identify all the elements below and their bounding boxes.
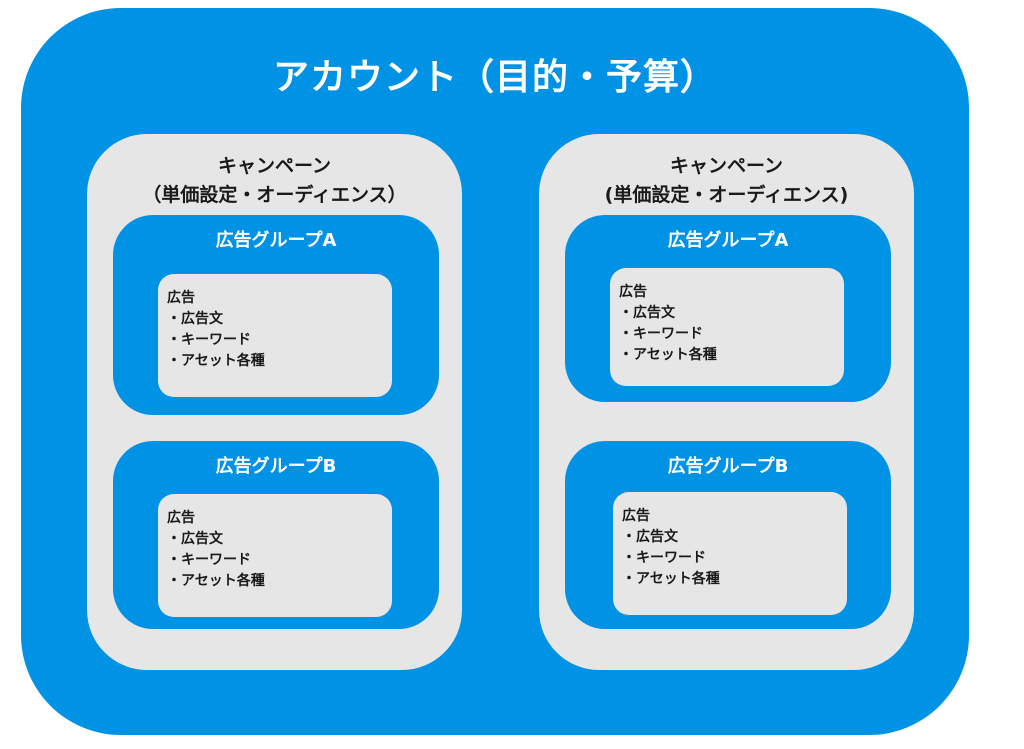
ad-item: 広告文	[167, 529, 392, 550]
ad-item-list: 広告文 キーワード アセット各種	[167, 529, 392, 592]
ad-item: 広告文	[619, 303, 844, 324]
campaign-title-line1: キャンペーン	[669, 155, 784, 177]
ad-group-a: 広告グループA 広告 広告文 キーワード アセット各種	[565, 215, 891, 402]
ad-box: 広告 広告文 キーワード アセット各種	[613, 492, 847, 615]
account-title: アカウント（目的・予算）	[272, 57, 717, 98]
ad-box: 広告 広告文 キーワード アセット各種	[158, 274, 392, 397]
ad-group-a: 広告グループA 広告 広告文 キーワード アセット各種	[113, 215, 439, 415]
ad-heading: 広告	[619, 284, 647, 300]
ad-heading: 広告	[167, 510, 195, 526]
campaign-container: キャンペーン (単価設定・オーディエンス) 広告グループA 広告 広告文 キーワ…	[539, 134, 914, 670]
ad-item: アセット各種	[167, 351, 392, 372]
ad-heading: 広告	[167, 290, 195, 306]
ad-box: 広告 広告文 キーワード アセット各種	[158, 494, 392, 617]
ad-item: 広告文	[622, 527, 847, 548]
ad-group-b: 広告グループB 広告 広告文 キーワード アセット各種	[113, 441, 439, 629]
ad-item-list: 広告文 キーワード アセット各種	[167, 309, 392, 372]
ad-box: 広告 広告文 キーワード アセット各種	[610, 268, 844, 386]
ad-group-title: 広告グループA	[667, 230, 789, 251]
ad-item-list: 広告文 キーワード アセット各種	[619, 303, 844, 366]
ad-heading: 広告	[622, 508, 650, 524]
campaign-title-line1: キャンペーン	[217, 155, 332, 177]
ad-item: キーワード	[622, 548, 847, 569]
ad-item: 広告文	[167, 309, 392, 330]
ad-item: アセット各種	[619, 345, 844, 366]
ad-group-title: 広告グループA	[215, 230, 337, 251]
ad-item: アセット各種	[167, 571, 392, 592]
campaign-title-line2: (単価設定・オーディエンス)	[604, 184, 849, 206]
ad-item: キーワード	[167, 550, 392, 571]
ad-item-list: 広告文 キーワード アセット各種	[622, 527, 847, 590]
campaign-title-line2: （単価設定・オーディエンス）	[142, 184, 407, 206]
ad-group-title: 広告グループB	[667, 456, 789, 477]
ad-group-b: 広告グループB 広告 広告文 キーワード アセット各種	[565, 441, 891, 629]
campaign-container: キャンペーン （単価設定・オーディエンス） 広告グループA 広告 広告文 キーワ…	[87, 134, 462, 670]
ad-item: アセット各種	[622, 569, 847, 590]
ad-group-title: 広告グループB	[215, 456, 337, 477]
ad-item: キーワード	[619, 324, 844, 345]
ad-item: キーワード	[167, 330, 392, 351]
